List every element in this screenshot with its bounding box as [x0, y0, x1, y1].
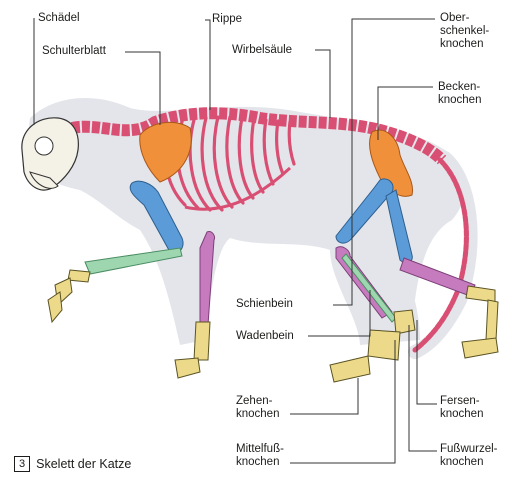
figure-caption-text: Skelett der Katze: [36, 457, 131, 471]
figure-caption: 3 Skelett der Katze: [14, 456, 131, 472]
figure-number: 3: [14, 456, 30, 472]
label-fibula: Wadenbein: [236, 330, 294, 343]
hind-paw-back: [462, 286, 498, 358]
front-paw-back: [48, 270, 90, 322]
label-pelvis: Becken- knochen: [438, 81, 481, 107]
label-shoulder-blade: Schulterblatt: [42, 45, 106, 58]
label-tibia: Schienbein: [236, 298, 293, 311]
label-spine: Wirbelsäule: [232, 44, 292, 57]
label-skull: Schädel: [38, 12, 80, 25]
eye-socket: [35, 137, 53, 155]
label-femur: Ober- schenkel- knochen: [440, 12, 489, 51]
label-toe-bones: Zehen- knochen: [236, 395, 279, 421]
label-tarsals: Fußwurzel- knochen: [440, 443, 498, 469]
label-metatarsals: Mittelfuß- knochen: [236, 443, 284, 469]
label-rib: Rippe: [212, 13, 242, 26]
label-heel-bone: Fersen- knochen: [440, 395, 483, 421]
